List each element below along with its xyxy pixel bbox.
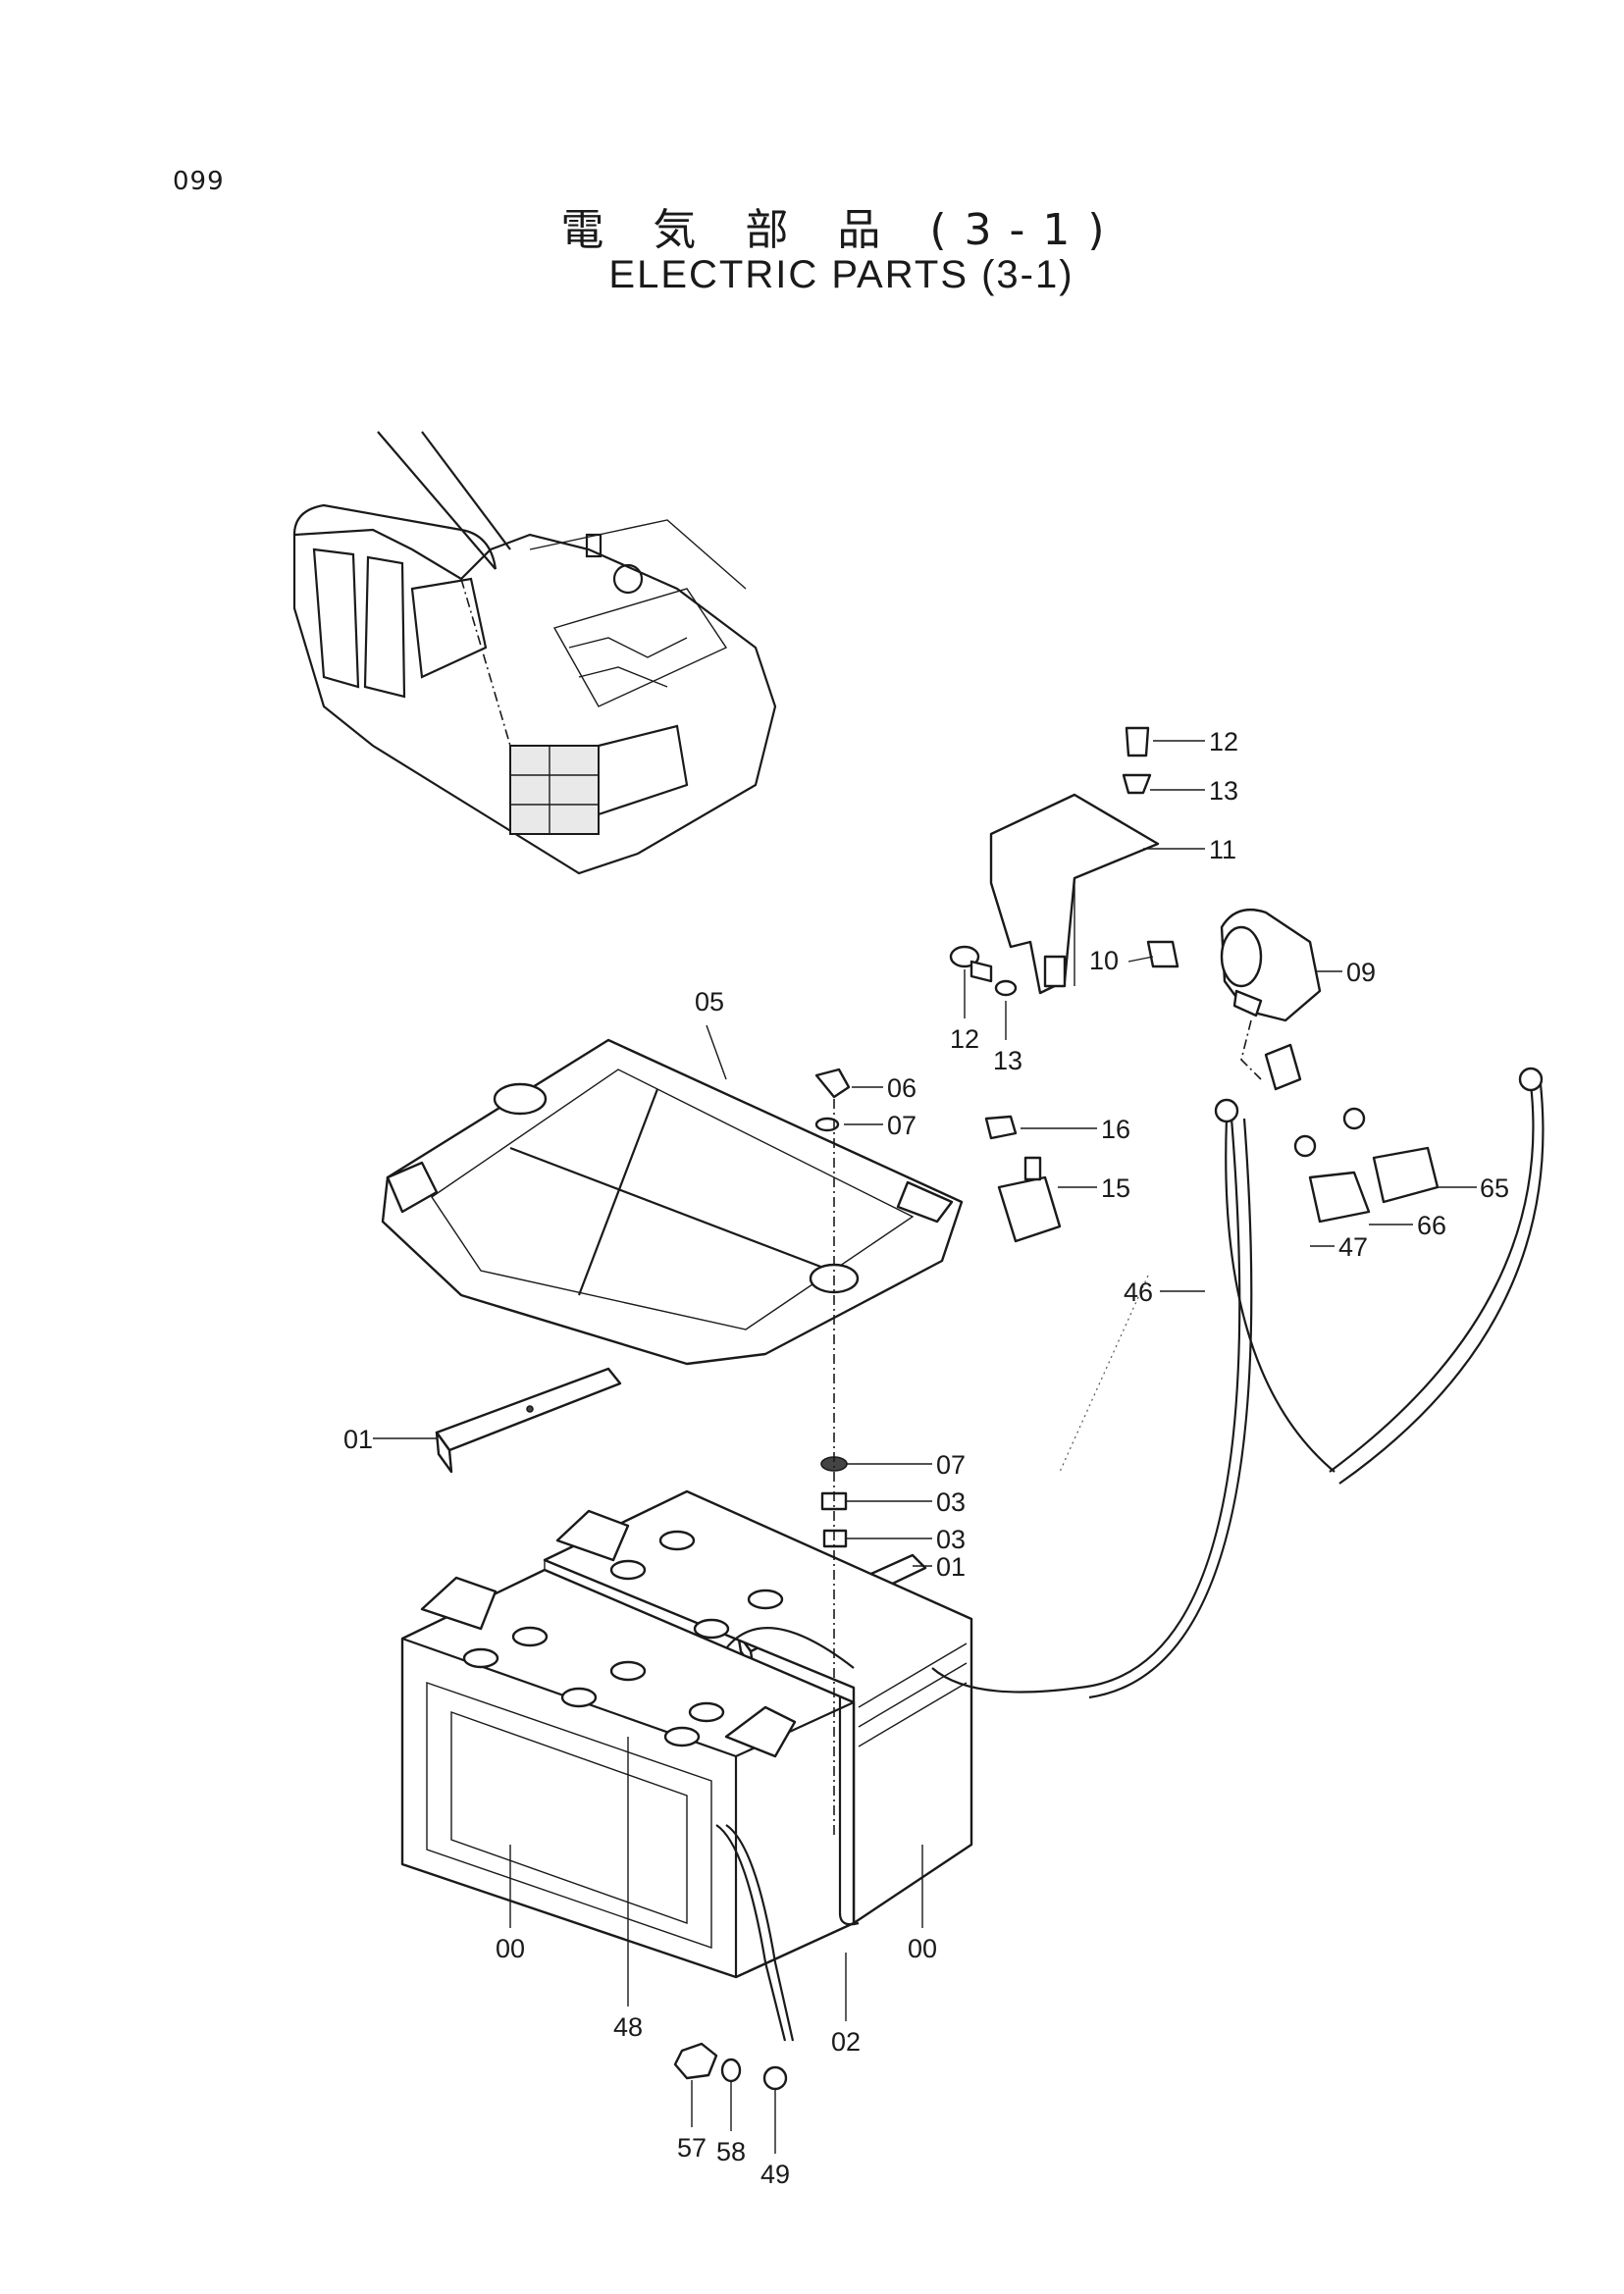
callout-11: 11 — [1209, 835, 1236, 864]
callout-06: 06 — [887, 1073, 917, 1103]
callout-07-mid: 07 — [936, 1450, 966, 1480]
excavator-locator-view — [292, 431, 777, 875]
battery-cover — [381, 1038, 964, 1366]
callout-01-left: 01 — [343, 1425, 373, 1454]
relay-bracket — [949, 726, 1160, 997]
page-title-japanese: 電 気 部 品 (3-1) — [560, 205, 1123, 255]
leader-lines — [373, 740, 1477, 2154]
callout-00-left: 00 — [496, 1934, 525, 1963]
callout-03-upper: 03 — [936, 1487, 966, 1517]
callout-03-lower: 03 — [936, 1525, 966, 1554]
small-relay — [984, 1115, 1062, 1243]
page-number: 099 — [173, 167, 225, 196]
callout-65: 65 — [1480, 1173, 1509, 1203]
callout-57: 57 — [677, 2133, 707, 2163]
callout-00-right: 00 — [908, 1934, 937, 1963]
battery-relay — [1146, 908, 1322, 1022]
callout-05: 05 — [695, 987, 724, 1017]
callout-13-left: 13 — [993, 1046, 1022, 1075]
battery-rear — [543, 1489, 973, 1925]
callout-66: 66 — [1417, 1211, 1446, 1240]
callout-48: 48 — [613, 2012, 643, 2042]
callout-49: 49 — [760, 2160, 790, 2189]
callout-12-left: 12 — [950, 1024, 979, 1054]
callout-58: 58 — [716, 2137, 746, 2166]
callout-13-top: 13 — [1209, 776, 1238, 806]
callout-10: 10 — [1089, 946, 1119, 975]
callout-12-top: 12 — [1209, 727, 1238, 756]
hardware-stack — [814, 1068, 860, 1926]
callout-46: 46 — [1124, 1277, 1153, 1307]
callout-09: 09 — [1346, 958, 1376, 987]
callout-47: 47 — [1338, 1232, 1368, 1262]
callout-01-right: 01 — [936, 1552, 966, 1582]
connectors — [1214, 1043, 1544, 1224]
terminal-hardware — [673, 2042, 788, 2091]
callout-15: 15 — [1101, 1173, 1130, 1203]
cables — [715, 1019, 1545, 2042]
callout-02: 02 — [831, 2027, 861, 2057]
callout-16: 16 — [1101, 1115, 1130, 1144]
hold-down-bar-upper — [435, 1367, 622, 1474]
callout-07-top: 07 — [887, 1111, 917, 1140]
page-title-english: ELECTRIC PARTS (3-1) — [608, 253, 1074, 296]
